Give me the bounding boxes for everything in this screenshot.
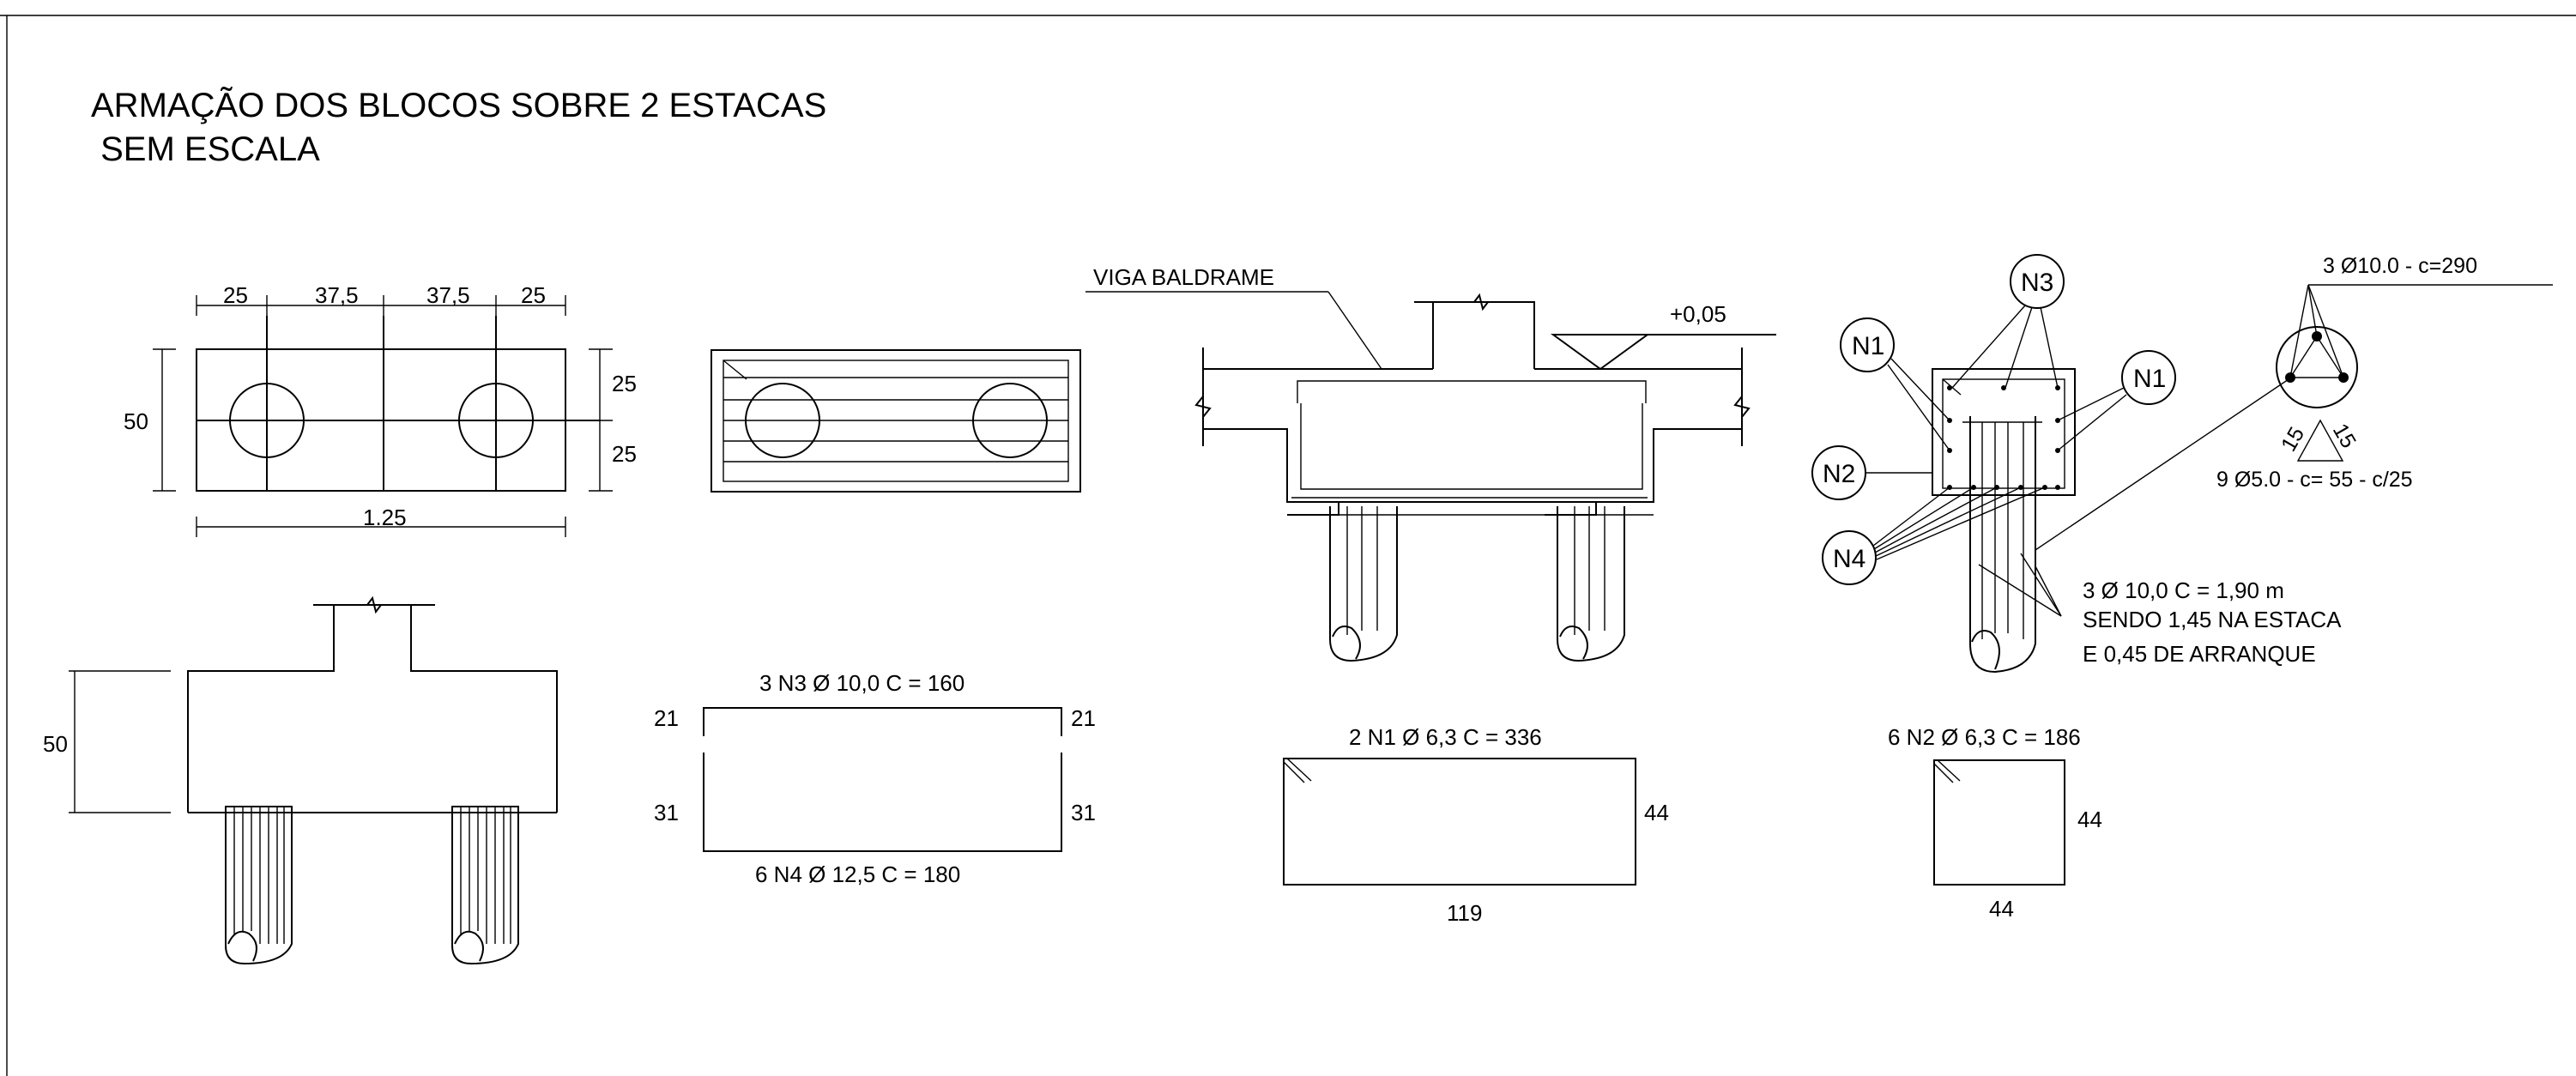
triangle-dim-left: 15 [2277, 423, 2309, 456]
dim-left: 50 [124, 408, 148, 434]
sheet-border [0, 15, 2576, 1076]
pile-detail: N3 N1 N1 N2 N4 [1811, 254, 2553, 674]
tag-n1-left: N1 [1840, 317, 1950, 451]
bar-n2-width: 44 [1989, 896, 2014, 922]
dim-right-1: 25 [612, 371, 637, 396]
pile-circle [972, 383, 1048, 458]
level-label: +0,05 [1670, 301, 1726, 327]
dim-top-2: 37,5 [315, 282, 359, 308]
dim-top-1: 25 [223, 282, 248, 308]
plan-view: 25 37,5 37,5 25 50 25 25 1.25 [124, 282, 637, 537]
stirrup-label: 9 Ø5.0 - c= 55 - c/25 [2216, 468, 2413, 492]
elevation-dim-height: 50 [43, 731, 68, 757]
tag-n1-right: N1 [2057, 350, 2176, 451]
note-line-1: 3 Ø 10,0 C = 1,90 m [2083, 577, 2284, 603]
pile-elevation [225, 806, 293, 965]
pile-elevation [451, 806, 519, 965]
bar-n3-n4: 3 N3 Ø 10,0 C = 160 6 N4 Ø 12,5 C = 180 … [654, 670, 1096, 887]
pile-cross-section: 3 Ø10.0 - c=290 [2276, 254, 2553, 408]
bar-n1-width: 119 [1447, 900, 1482, 926]
pile-section [1545, 502, 1625, 662]
pile-circle [745, 383, 820, 458]
bar-n4-left-leg: 31 [654, 800, 679, 825]
stirrup-triangle: 15 15 9 Ø5.0 - c= 55 - c/25 [2216, 419, 2413, 492]
svg-text:N1: N1 [2133, 365, 2166, 393]
bar-n1: 2 N1 Ø 6,3 C = 336 44 119 [1283, 724, 1669, 926]
pile-bars-label: 3 Ø10.0 - c=290 [2323, 254, 2477, 278]
scale-note: SEM ESCALA [91, 130, 320, 168]
bar-n1-label: 2 N1 Ø 6,3 C = 336 [1349, 724, 1542, 750]
bar-n1-height: 44 [1644, 800, 1669, 825]
bar-n4-label: 6 N4 Ø 12,5 C = 180 [755, 861, 960, 887]
bar-n3-left-leg: 21 [654, 705, 679, 731]
tag-n3: N3 [1951, 254, 2065, 389]
dim-top-3: 37,5 [426, 282, 470, 308]
dim-right-2: 25 [612, 441, 637, 467]
tag-n4: N4 [1822, 487, 2046, 585]
svg-text:N1: N1 [1852, 332, 1884, 360]
rebar-dots [1947, 385, 2060, 490]
dim-top-4: 25 [521, 282, 546, 308]
note-line-2: SENDO 1,45 NA ESTACA [2083, 607, 2342, 632]
section-view: +0,05 VIGA BALDRAME [1085, 264, 1776, 662]
tag-n2: N2 [1811, 445, 1932, 500]
triangle-dim-right: 15 [2328, 420, 2361, 452]
bar-n4-right-leg: 31 [1071, 800, 1096, 825]
pile-section [1287, 502, 1398, 662]
pile-circle [229, 383, 305, 458]
note-line-3: E 0,45 DE ARRANQUE [2083, 641, 2316, 667]
bar-n3-label: 3 N3 Ø 10,0 C = 160 [759, 670, 964, 696]
drawing-title: ARMAÇÃO DOS BLOCOS SOBRE 2 ESTACAS [91, 86, 826, 124]
bar-n2: 6 N2 Ø 6,3 C = 186 44 44 [1888, 724, 2102, 922]
elevation-view: 50 [43, 595, 558, 965]
bar-n2-label: 6 N2 Ø 6,3 C = 186 [1888, 724, 2081, 750]
beam-label: VIGA BALDRAME [1093, 264, 1274, 290]
svg-text:N4: N4 [1833, 545, 1865, 573]
svg-text:N2: N2 [1823, 460, 1855, 488]
svg-text:N3: N3 [2021, 269, 2053, 297]
reinforcement-plan [711, 349, 1081, 493]
bar-n2-height: 44 [2077, 807, 2102, 832]
dim-bottom: 1.25 [363, 505, 407, 530]
pile-circle [458, 383, 534, 458]
bar-n3-right-leg: 21 [1071, 705, 1096, 731]
